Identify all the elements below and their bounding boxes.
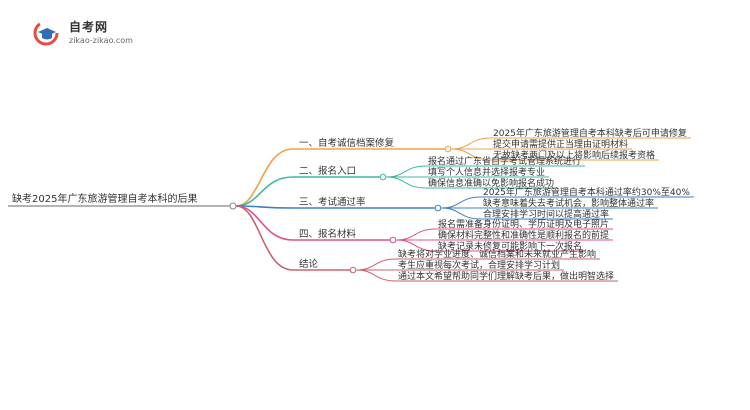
- leaf-topic: 考生应重视每次考试，合理安排学习计划: [398, 259, 560, 271]
- branch-topic: 三、考试通过率: [299, 196, 366, 208]
- branch-connector-dot: [389, 236, 397, 244]
- root-topic: 缺考2025年广东旅游管理自考本科的后果: [12, 192, 197, 205]
- branch-connector: [235, 205, 294, 271]
- leaf-topic: 报名需准备身份证明、学历证明及电子照片: [438, 218, 609, 230]
- root-connector-dot: [229, 202, 237, 210]
- leaf-connector: [385, 165, 427, 178]
- branch-connector-dot: [444, 145, 452, 153]
- leaf-topic: 缺考记录未修复可能影响下一次报名: [438, 240, 582, 252]
- leaf-topic: 报名通过广东省自学考试管理系统进行: [428, 155, 581, 167]
- leaf-topic: 填写个人信息并选择报考专业: [428, 166, 545, 178]
- leaf-connector: [385, 176, 427, 189]
- branch-connector-dot: [349, 266, 357, 274]
- branch-connector-dot: [379, 173, 387, 181]
- logo-title: 自考网: [69, 20, 109, 34]
- leaf-connector: [395, 228, 437, 241]
- branch-connector: [235, 176, 294, 207]
- leaf-topic: 提交申请需提供正当理由证明材料: [493, 138, 628, 150]
- leaf-connector: [440, 207, 482, 220]
- branch-connector: [235, 148, 294, 207]
- branch-topic: 四、报名材料: [299, 228, 357, 240]
- mind-map-edges: [235, 137, 492, 282]
- mind-map-nodes: 缺考2025年广东旅游管理自考本科的后果 一、自考诚信档案修复 2025年广东旅游管…: [8, 127, 694, 282]
- graduation-cap-icon: [33, 20, 59, 46]
- leaf-topic: 通过本文希望帮助同学们理解缺考后果，做出明智选择: [398, 270, 614, 282]
- leaf-topic: 确保信息准确以免影响报名成功: [428, 177, 554, 189]
- logo-subtitle: zikao-zikao.com: [69, 36, 133, 45]
- leaf-connector: [355, 269, 397, 282]
- branch-topic: 二、报名入口: [299, 165, 356, 177]
- leaf-connector: [450, 148, 492, 161]
- branch-connector: [235, 205, 294, 241]
- leaf-topic: 缺考意味着失去考试机会，影响整体通过率: [483, 197, 654, 209]
- leaf-connector: [395, 239, 437, 252]
- leaf-topic: 合理安排学习时间以提高通过率: [483, 208, 609, 220]
- leaf-connector: [440, 196, 482, 209]
- branch-topic: 一、自考诚信档案修复: [299, 137, 395, 149]
- branch-topic: 结论: [299, 258, 319, 270]
- leaf-topic: 缺考将对学业进度、诚信档案和未来就业产生影响: [398, 248, 596, 260]
- site-logo[interactable]: 自考网 zikao-zikao.com: [33, 18, 143, 52]
- branch-connector-dot: [434, 204, 442, 212]
- leaf-connector: [355, 258, 397, 271]
- leaf-topic: 2025年广东旅游管理自考本科缺考后可申请修复: [493, 127, 687, 139]
- leaf-topic: 无故缺考两门及以上将影响后续报考资格: [493, 149, 655, 161]
- leaf-connector: [450, 137, 492, 150]
- leaf-topic: 确保材料完整性和准确性是顺利报名的前提: [438, 229, 609, 241]
- leaf-topic: 2025年广东旅游管理自考本科通过率约30%至40%: [483, 186, 690, 198]
